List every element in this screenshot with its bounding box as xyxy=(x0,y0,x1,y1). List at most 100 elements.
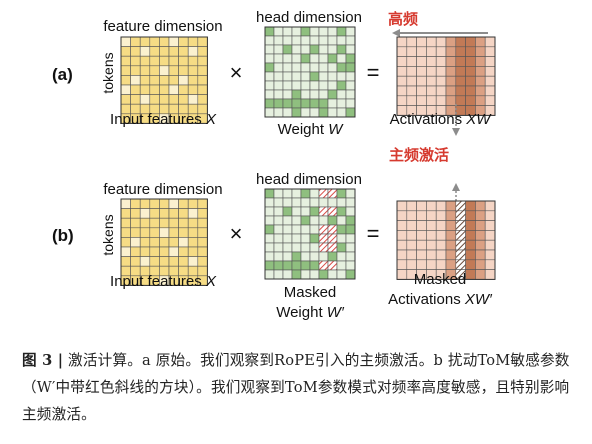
grid-cell xyxy=(291,62,302,73)
grid-cell xyxy=(159,46,170,57)
grid-cell xyxy=(178,237,189,248)
grid-cell xyxy=(197,256,208,267)
grid-cell xyxy=(475,66,486,77)
grid-cell xyxy=(264,35,275,46)
grid-cell xyxy=(426,85,437,97)
grid-cell xyxy=(327,242,338,253)
grid-cell xyxy=(178,75,189,86)
grid-cell xyxy=(318,26,329,37)
grid-cell xyxy=(149,227,160,238)
grid-cell xyxy=(396,46,408,57)
grid-cell xyxy=(120,84,131,95)
grid-cell xyxy=(416,210,427,221)
grid-cell xyxy=(445,249,457,261)
grid-cell xyxy=(318,44,329,55)
grid-cell xyxy=(282,206,293,217)
grid-cell xyxy=(264,197,275,208)
grid-cell xyxy=(197,65,208,76)
grid-cell xyxy=(336,206,347,217)
grid-cell xyxy=(445,210,457,221)
grid-cell xyxy=(336,53,347,64)
grid-cell xyxy=(426,220,437,231)
grid-cell xyxy=(187,94,199,105)
grid-cell xyxy=(291,53,302,64)
grid-cell xyxy=(300,206,311,217)
grid-cell xyxy=(345,206,356,217)
grid-cell xyxy=(309,269,320,280)
grid-cell xyxy=(465,210,476,221)
grid-cell xyxy=(130,55,141,67)
weight-caption-a: Weight W xyxy=(278,121,345,138)
grid-cell xyxy=(455,95,466,106)
grid-cell xyxy=(159,55,170,67)
activations-caption-a: Activations XW xyxy=(390,111,493,128)
grid-cell xyxy=(300,233,311,244)
grid-cell xyxy=(396,75,408,87)
grid-cell xyxy=(300,107,311,118)
grid-cell xyxy=(139,46,151,57)
grid-cell xyxy=(282,26,293,37)
grid-cell xyxy=(345,44,356,55)
grid-cell xyxy=(159,75,170,86)
grid-cell xyxy=(291,260,302,271)
grid-cell xyxy=(445,200,457,212)
tokens-label-b: tokens xyxy=(100,214,116,255)
grid-cell xyxy=(318,107,329,118)
grid-cell xyxy=(168,237,179,248)
grid-cell xyxy=(327,206,338,217)
grid-cell xyxy=(300,251,311,262)
grid-cell xyxy=(159,94,170,105)
grid-cell xyxy=(465,249,476,261)
equals-sign-a: = xyxy=(367,60,380,85)
grid-cell xyxy=(309,215,320,226)
grid-cell xyxy=(318,89,329,100)
grid-cell xyxy=(130,46,141,57)
grid-cell xyxy=(406,259,417,270)
grid-cell xyxy=(318,80,329,91)
grid-cell xyxy=(273,71,284,82)
grid-cell xyxy=(197,198,208,209)
grid-cell xyxy=(197,208,208,219)
grid-cell xyxy=(291,71,302,82)
grid-cell xyxy=(291,89,302,100)
grid-cell xyxy=(406,46,417,57)
grid-cell xyxy=(475,249,486,261)
grid-cell xyxy=(435,220,447,231)
grid-cell xyxy=(327,44,338,55)
grid-cell xyxy=(120,237,131,248)
grid-cell xyxy=(187,227,199,238)
grid-cell xyxy=(435,66,447,77)
grid-cell xyxy=(327,53,338,64)
grid-cell xyxy=(426,239,437,251)
grid-cell xyxy=(396,239,408,251)
figure-label: 图 3 | xyxy=(22,352,64,369)
grid-cell xyxy=(345,107,356,118)
grid-cell xyxy=(264,89,275,100)
grid-cell xyxy=(327,197,338,208)
grid-cell xyxy=(291,224,302,235)
grid-cell xyxy=(465,269,476,280)
grid-cell xyxy=(475,56,486,67)
grid-cell xyxy=(282,251,293,262)
grid-cell xyxy=(327,98,338,109)
grid-cell xyxy=(465,220,476,231)
times-sign-b: × xyxy=(230,221,243,246)
grid-cell xyxy=(282,215,293,226)
grid-cell xyxy=(168,55,179,67)
grid-cell xyxy=(168,227,179,238)
grid-cell xyxy=(130,208,141,219)
panel-a-label: (a) xyxy=(52,65,73,84)
grid-cell xyxy=(300,260,311,271)
grid-cell xyxy=(264,44,275,55)
grid-cell xyxy=(300,242,311,253)
activations-grid-a xyxy=(396,36,496,116)
grid-cell xyxy=(282,107,293,118)
input-features-caption-a: Input features X xyxy=(110,111,217,128)
grid-cell xyxy=(484,220,496,231)
grid-cell xyxy=(187,246,199,257)
grid-cell xyxy=(130,217,141,229)
grid-cell xyxy=(396,249,408,261)
grid-cell xyxy=(327,215,338,226)
grid-cell xyxy=(396,95,408,106)
grid-cell xyxy=(396,220,408,231)
